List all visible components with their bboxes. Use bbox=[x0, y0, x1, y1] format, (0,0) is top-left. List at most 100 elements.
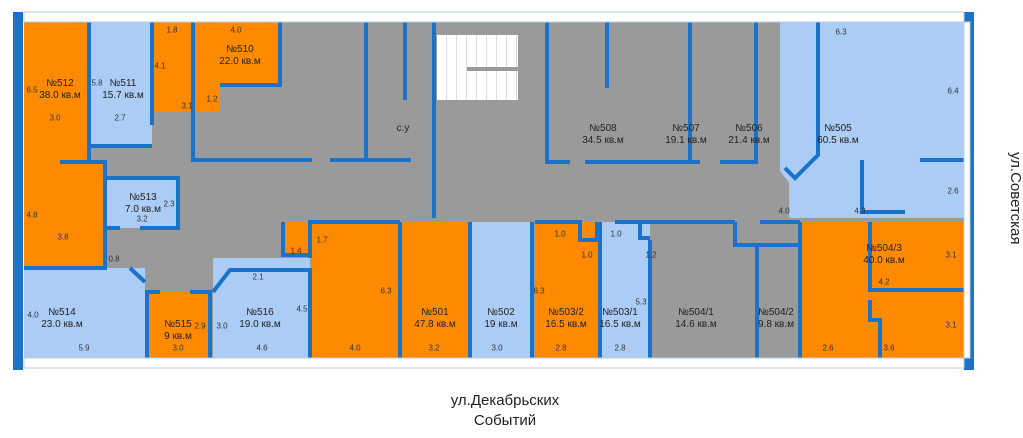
room-510[interactable] bbox=[152, 22, 280, 85]
dimension-label: 3.1 bbox=[181, 101, 193, 111]
room-503-1[interactable] bbox=[600, 222, 650, 358]
dimension-label: 4.1 bbox=[154, 61, 166, 71]
room-511[interactable] bbox=[90, 22, 152, 146]
wc-label: с.у bbox=[396, 123, 410, 134]
dimension-label: 4.5 bbox=[296, 304, 308, 314]
dimension-label: 4.0 bbox=[778, 206, 790, 216]
dimension-label: 0.8 bbox=[108, 254, 120, 264]
room-number: №512 bbox=[46, 78, 74, 89]
dimension-label: 2.9 bbox=[194, 321, 206, 331]
dimension-label: 2.3 bbox=[163, 199, 175, 209]
dimension-label: 4.6 bbox=[256, 343, 268, 353]
room-number: №514 bbox=[48, 307, 76, 318]
dimension-label: 3.2 bbox=[136, 214, 148, 224]
dimension-label: 4.8 bbox=[26, 210, 38, 220]
room-513[interactable] bbox=[107, 180, 178, 228]
room-number: №504/2 bbox=[758, 307, 794, 318]
room-area: 34.5 кв.м bbox=[582, 135, 624, 146]
dimension-label: 2.8 bbox=[614, 343, 626, 353]
room-area: 21.4 кв.м bbox=[728, 135, 770, 146]
room-502[interactable] bbox=[470, 222, 532, 358]
room-number: №515 bbox=[164, 319, 192, 330]
room-514[interactable] bbox=[24, 268, 145, 358]
room-number: №506 bbox=[735, 123, 763, 134]
dimension-label: 1.0 bbox=[581, 250, 593, 260]
room-number: №508 bbox=[589, 123, 617, 134]
room-number: №502 bbox=[487, 307, 515, 318]
dimension-label: 4.0 bbox=[27, 310, 39, 320]
room-area: 9.8 кв.м bbox=[757, 319, 795, 330]
dimension-label: 6.5 bbox=[26, 85, 38, 95]
room-area: 19.0 кв.м bbox=[239, 319, 281, 330]
room-515[interactable] bbox=[147, 292, 210, 358]
room-area: 14.6 кв.м bbox=[675, 319, 717, 330]
dimension-label: 2.6 bbox=[822, 343, 834, 353]
room-area: 9 кв.м bbox=[164, 331, 192, 342]
room-area: 40.0 кв.м bbox=[863, 255, 905, 266]
room-area: 16.5 кв.м bbox=[599, 319, 641, 330]
dimension-label: 5.8 bbox=[91, 78, 103, 88]
room-area: 15.7 кв.м bbox=[102, 90, 144, 101]
dimension-label: 2.1 bbox=[252, 272, 264, 282]
room-number: №504/3 bbox=[866, 243, 902, 254]
dimension-label: 5.9 bbox=[78, 343, 90, 353]
dimension-label: 1.0 bbox=[610, 229, 622, 239]
room-number: №516 bbox=[246, 307, 274, 318]
room-area: 60.5 кв.м bbox=[817, 135, 859, 146]
dimension-label: 1.4 bbox=[290, 246, 302, 256]
dimension-label: 6.3 bbox=[380, 286, 392, 296]
room-503-2[interactable] bbox=[535, 222, 597, 358]
dimension-label: 5.3 bbox=[635, 297, 647, 307]
room-area: 38.0 кв.м bbox=[39, 90, 81, 101]
room-number: №511 bbox=[109, 78, 137, 89]
street-label-bottom: ул.Декабрьских Событий bbox=[450, 391, 560, 431]
room-area: 19 кв.м bbox=[484, 319, 518, 330]
room-number: №510 bbox=[226, 44, 254, 55]
room-number: №504/1 bbox=[678, 307, 714, 318]
dimension-label: 3.8 bbox=[57, 232, 69, 242]
room-area: 47.8 кв.м bbox=[414, 319, 456, 330]
street-name-line2: Событий bbox=[473, 412, 537, 429]
room-501[interactable] bbox=[312, 222, 470, 358]
room-512-lower[interactable] bbox=[24, 162, 105, 268]
street-label-right: ул.Советская bbox=[1007, 152, 1023, 245]
dimension-label: 6.4 bbox=[947, 86, 959, 96]
room-516[interactable] bbox=[213, 258, 310, 358]
dimension-label: 4.2 bbox=[878, 277, 890, 287]
dimension-label: 3.6 bbox=[883, 343, 895, 353]
dimension-label: 2.7 bbox=[114, 113, 126, 123]
room-510-lower[interactable] bbox=[152, 85, 220, 112]
room-area: 7.0 кв.м bbox=[124, 204, 162, 215]
room-area: 22.0 кв.м bbox=[219, 56, 261, 67]
room-area: 23.0 кв.м bbox=[41, 319, 83, 330]
dimension-label: 1.0 bbox=[554, 229, 566, 239]
dimension-label: 1.7 bbox=[316, 235, 328, 245]
dimension-label: 2.6 bbox=[947, 186, 959, 196]
room-number: №503/1 bbox=[602, 307, 638, 318]
dimension-label: 3.0 bbox=[216, 321, 228, 331]
room-number: №513 bbox=[129, 192, 157, 203]
dimension-label: 2.8 bbox=[555, 343, 567, 353]
room-number: №501 bbox=[421, 307, 449, 318]
room-area: 16.5 кв.м bbox=[545, 319, 587, 330]
dimension-label: 3.0 bbox=[491, 343, 503, 353]
dimension-label: 4.3 bbox=[854, 206, 866, 216]
dimension-label: 3.0 bbox=[49, 113, 61, 123]
room-505[interactable] bbox=[780, 22, 964, 218]
